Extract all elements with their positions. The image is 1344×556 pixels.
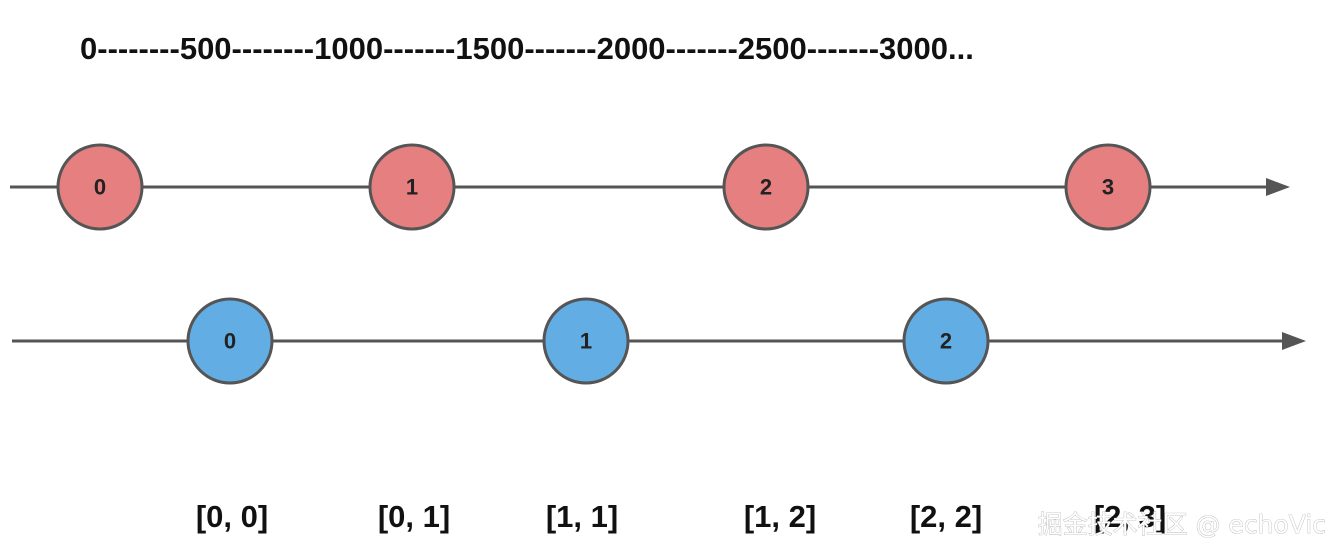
output-pairs: [0, 0] [0, 1] [1, 1] [1, 2] [2, 2] [2, 3… (196, 499, 1166, 534)
output-pair: [1, 1] (546, 499, 618, 534)
marble-label: 2 (760, 175, 772, 200)
output-pair: [1, 2] (744, 499, 816, 534)
stream-a-arrowhead (1266, 178, 1290, 196)
stream-a: 0 1 2 3 (10, 143, 1290, 231)
marble-circle (722, 143, 810, 231)
stream-a-marble-1: 1 (368, 143, 456, 231)
stream-a-marble-3: 3 (1064, 143, 1152, 231)
marble-circle (1064, 143, 1152, 231)
stream-b-marble-1: 1 (542, 297, 630, 385)
output-pair: [2, 2] (910, 499, 982, 534)
marble-circle (186, 297, 274, 385)
marble-circle (368, 143, 456, 231)
timeline-header: 0--------500--------1000-------1500-----… (80, 31, 974, 66)
marble-label: 1 (406, 175, 418, 200)
output-pair: [2, 3] (1094, 499, 1166, 534)
stream-b-marble-2: 2 (902, 297, 990, 385)
marble-label: 1 (580, 329, 592, 354)
marble-label: 3 (1102, 175, 1114, 200)
stream-b-arrowhead (1282, 332, 1306, 350)
marble-label: 2 (940, 329, 952, 354)
watermark-text: 掘金技术社区 @ echoVic (1038, 510, 1326, 539)
marble-label: 0 (94, 175, 106, 200)
output-pair: [0, 1] (378, 499, 450, 534)
marble-circle (542, 297, 630, 385)
marble-label: 0 (224, 329, 236, 354)
stream-b-marble-0: 0 (186, 297, 274, 385)
stream-a-marble-2: 2 (722, 143, 810, 231)
marble-circle (902, 297, 990, 385)
stream-a-marble-0: 0 (56, 143, 144, 231)
marble-circle (56, 143, 144, 231)
stream-b: 0 1 2 (12, 297, 1306, 385)
output-pair: [0, 0] (196, 499, 268, 534)
